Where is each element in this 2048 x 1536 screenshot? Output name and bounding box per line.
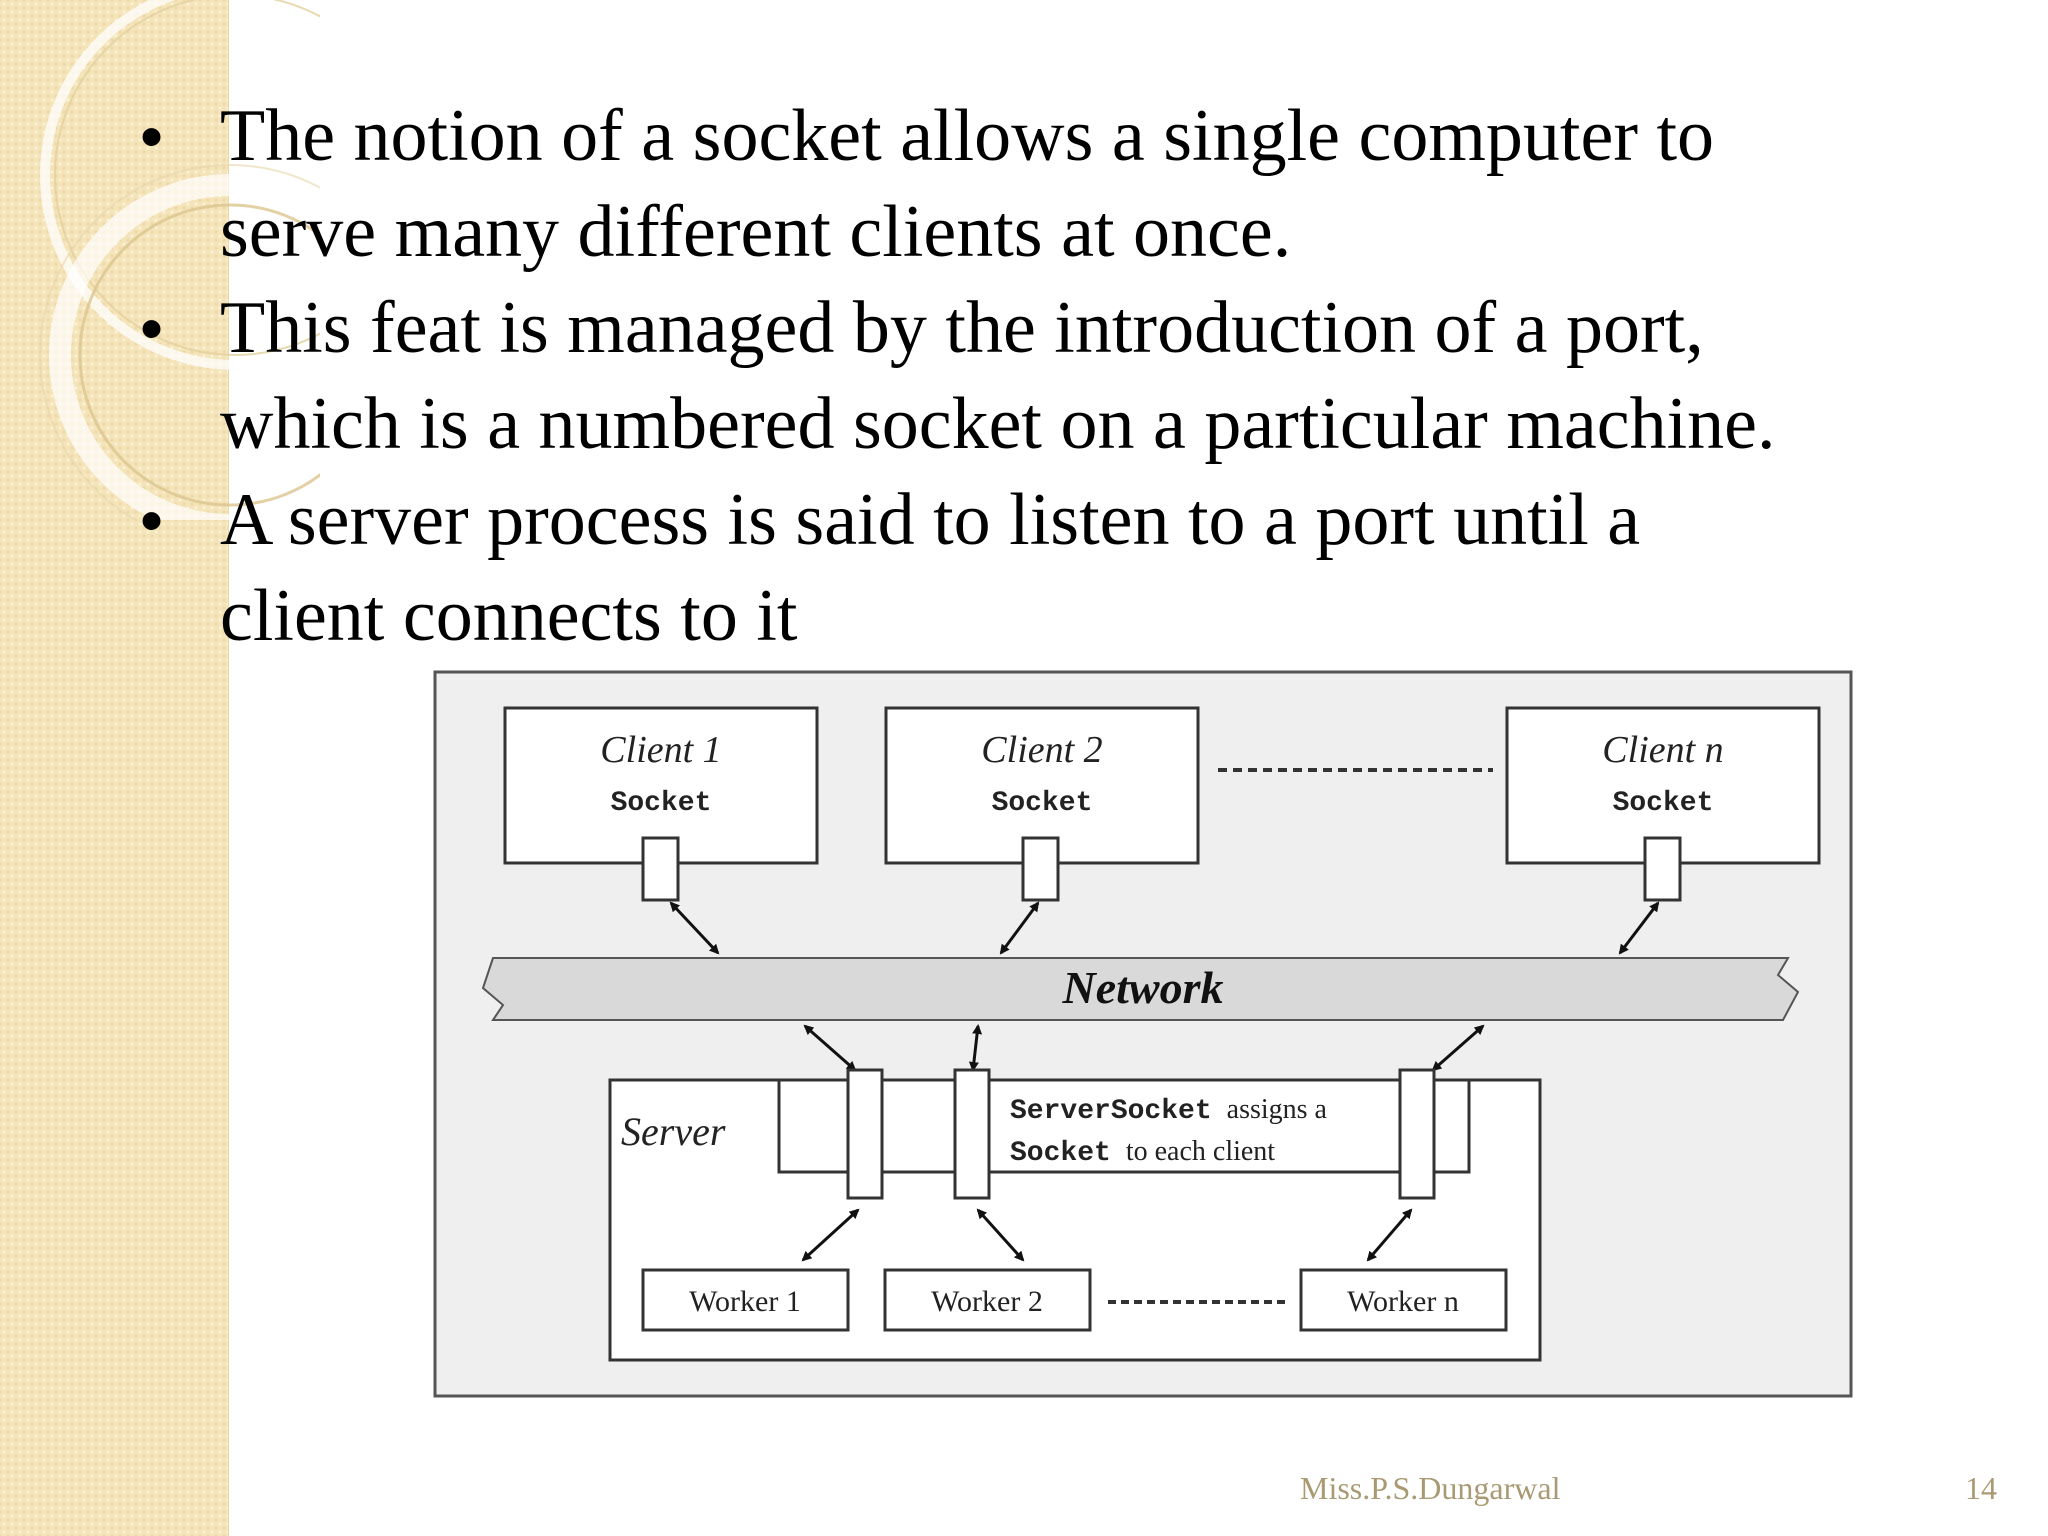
connection-arrow <box>1366 1208 1413 1262</box>
bullet-item: • A server process is said to listen to … <box>140 472 2020 664</box>
footer-author: Miss.P.S.Dungarwal <box>1300 1470 1561 1506</box>
bullet-text-line: which is a numbered socket on a particul… <box>220 383 1776 465</box>
decorative-rings <box>39 0 320 520</box>
network-band <box>481 957 1800 1021</box>
client-name: Client 2 <box>981 729 1102 771</box>
worker-box: Worker n <box>1299 1268 1508 1332</box>
bullet-item: • The notion of a socket allows a single… <box>140 88 2020 280</box>
bullet-marker: • <box>140 291 164 365</box>
server-note-line: Socket to each client <box>1010 1136 1275 1169</box>
client-socket-label: Socket <box>611 788 712 819</box>
server-note-code: ServerSocket <box>1010 1096 1212 1127</box>
client-socket-label: Socket <box>992 788 1093 819</box>
connection-arrow <box>1618 901 1660 955</box>
client-socket-label: Socket <box>1613 788 1714 819</box>
server-port <box>953 1068 991 1200</box>
server-label: Server <box>621 1109 726 1154</box>
bullet-text-line: client connects to it <box>220 575 798 657</box>
worker-label: Worker 1 <box>689 1285 801 1318</box>
bullet-text-line: The notion of a socket allows a single c… <box>220 95 1715 177</box>
worker-label: Worker n <box>1347 1285 1459 1318</box>
worker-box: Worker 2 <box>883 1268 1092 1332</box>
client-name: Client n <box>1602 729 1723 771</box>
bullet-marker: • <box>140 99 164 173</box>
bullet-text-line: This feat is managed by the introduction… <box>220 287 1704 369</box>
connection-arrow <box>803 1024 857 1072</box>
decorative-side-band <box>0 0 229 1536</box>
server-socket-strip <box>777 1078 1471 1174</box>
client-server-socket-diagram: Client 1 Socket Client 2 Socket Client n… <box>433 670 1853 1398</box>
server-port <box>846 1068 884 1200</box>
connection-arrow <box>669 901 720 955</box>
bullet-list: • The notion of a socket allows a single… <box>140 88 2020 664</box>
server-note-text: assigns a <box>1227 1094 1328 1125</box>
bullet-text-line: serve many different clients at once. <box>220 191 1292 273</box>
slide-number: 14 <box>1965 1470 1997 1506</box>
connection-arrow <box>968 1024 983 1072</box>
bullet-text-line: A server process is said to listen to a … <box>220 479 1641 561</box>
worker-label: Worker 2 <box>931 1285 1043 1318</box>
client-box: Client 1 Socket <box>503 706 819 902</box>
connection-arrow <box>1431 1024 1485 1072</box>
server-note-code: Socket <box>1010 1138 1111 1169</box>
network-label: Network <box>1062 962 1224 1013</box>
server-port <box>1398 1068 1436 1200</box>
client-box: Client n Socket <box>1505 706 1821 902</box>
connection-arrow <box>976 1208 1025 1262</box>
worker-box: Worker 1 <box>641 1268 850 1332</box>
server-note-text: to each client <box>1126 1136 1275 1167</box>
client-box: Client 2 Socket <box>884 706 1200 902</box>
bullet-marker: • <box>140 483 164 557</box>
server-note-line: ServerSocket assigns a <box>1010 1094 1328 1127</box>
client-socket-port <box>1643 836 1682 902</box>
bullet-item: • This feat is managed by the introducti… <box>140 280 2020 472</box>
client-socket-port <box>641 836 680 902</box>
connection-arrow <box>801 1208 860 1262</box>
client-name: Client 1 <box>600 729 721 771</box>
connection-arrow <box>999 901 1040 955</box>
client-socket-port <box>1021 836 1060 902</box>
